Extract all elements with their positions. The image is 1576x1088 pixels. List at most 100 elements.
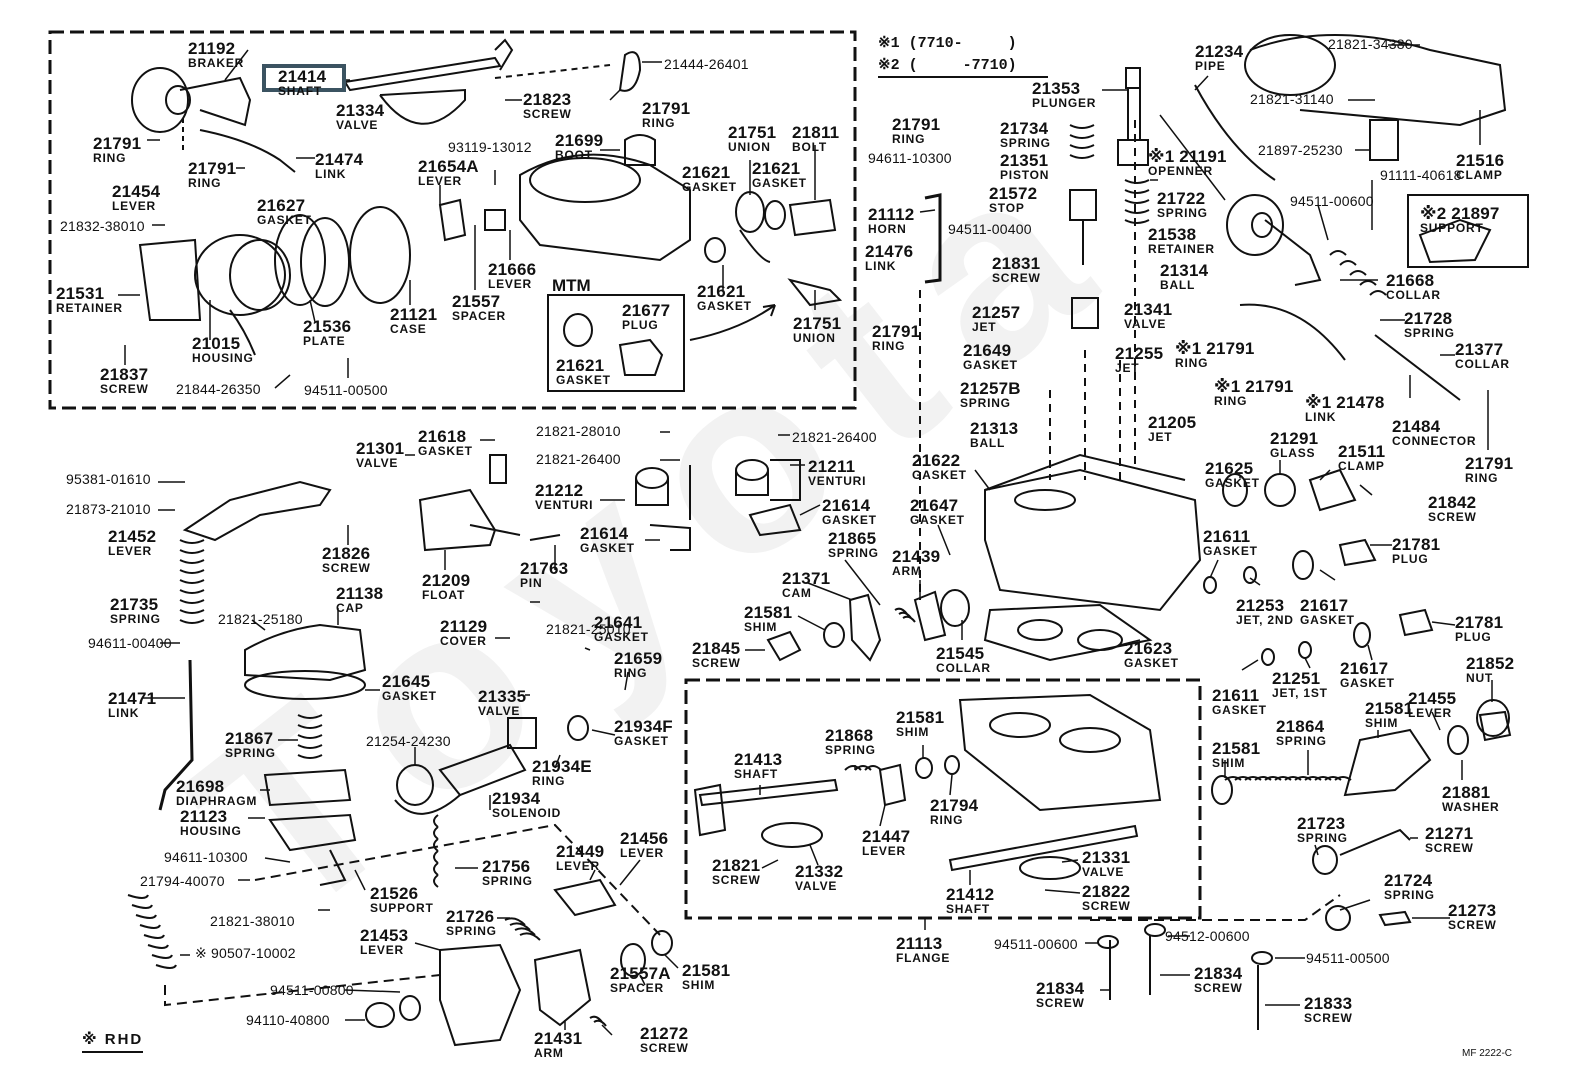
part-callout[interactable]: 21821-25010	[546, 622, 631, 636]
part-callout[interactable]: 94511-00400	[948, 222, 1032, 236]
part-callout[interactable]: 94611-00400	[88, 636, 172, 650]
part-callout[interactable]: 91111-40618	[1380, 168, 1462, 182]
part-callout[interactable]: 21821-38010	[210, 914, 295, 928]
part-callout[interactable]: 94611-10300	[868, 151, 952, 165]
part-callout[interactable]: 93119-13012	[448, 140, 532, 154]
part-callout[interactable]: 21873-21010	[66, 502, 151, 516]
part-callout[interactable]: 94110-40800	[246, 1013, 330, 1027]
part-callout[interactable]: 21821-34380	[1328, 37, 1413, 51]
part-callout[interactable]: 21254-24230	[366, 734, 451, 748]
part-callout[interactable]: 94511-00600	[994, 937, 1078, 951]
part-callout[interactable]: 21821-31140	[1250, 92, 1334, 106]
part-callout[interactable]: 21821-28010	[536, 424, 621, 438]
part-callout[interactable]: 94511-00500	[304, 383, 388, 397]
part-callout[interactable]: 21821-26400	[536, 452, 621, 466]
